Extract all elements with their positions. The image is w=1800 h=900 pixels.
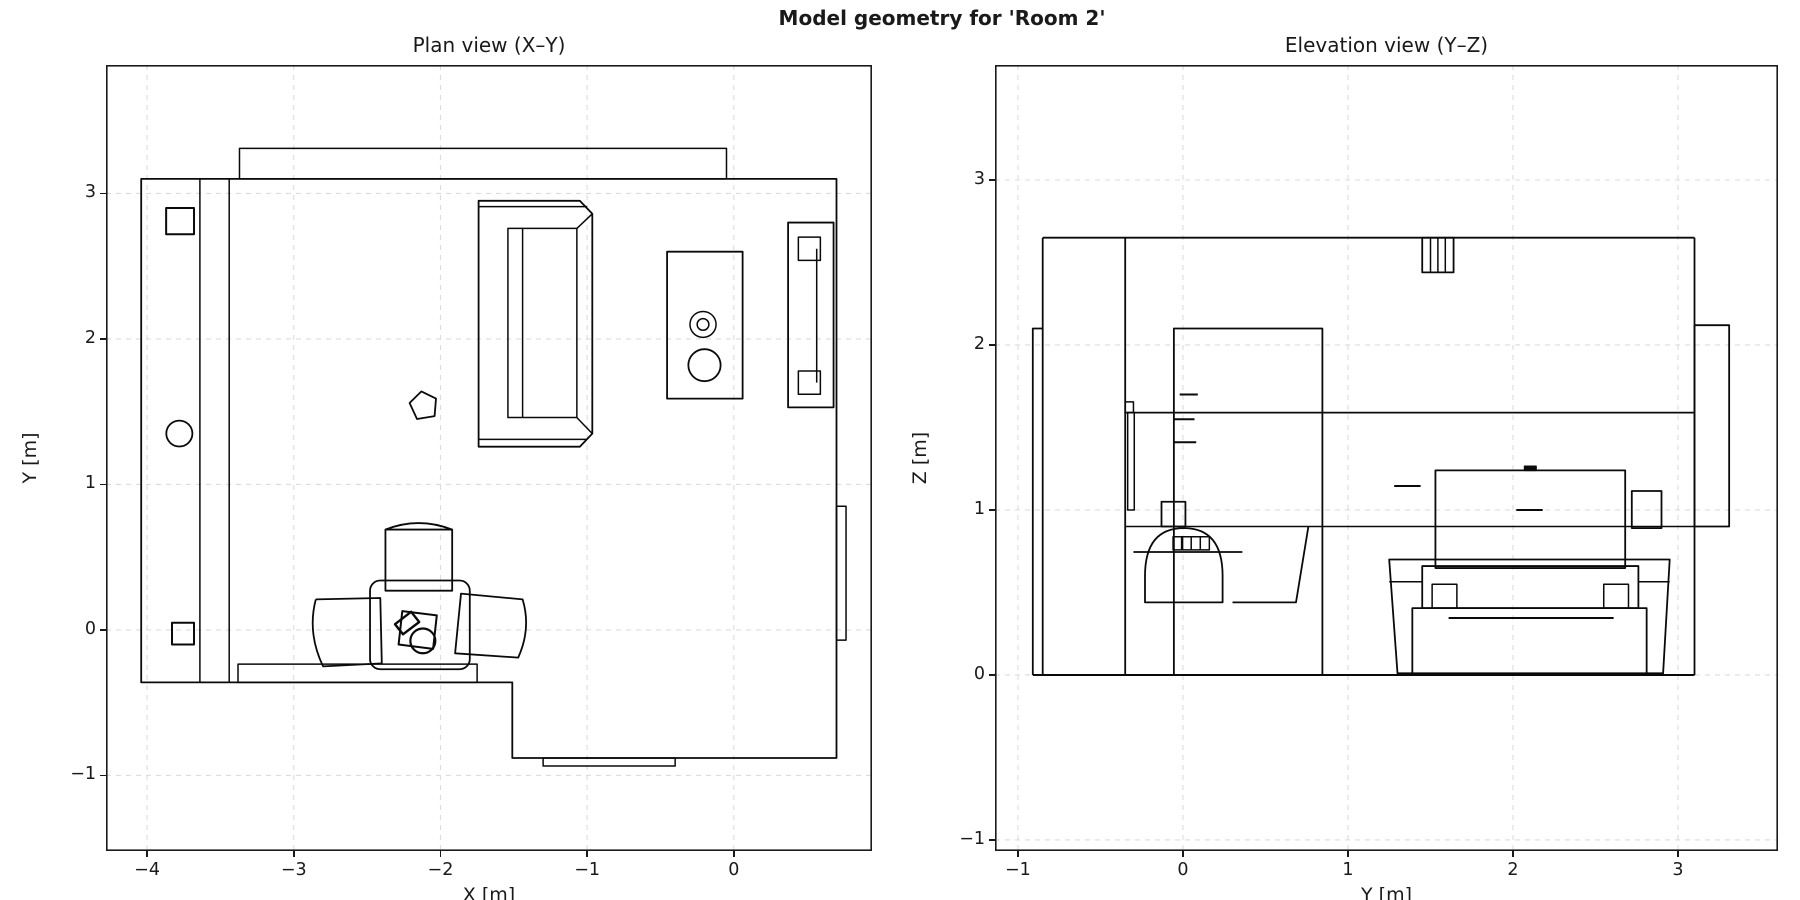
- sofa-bevel-top: [576, 213, 593, 229]
- x-tick-label: 0: [728, 860, 740, 880]
- door-elevation: [1172, 327, 1324, 676]
- axes-spines: [106, 65, 872, 851]
- chair-occupant-head: [409, 627, 437, 655]
- chair-backrest-cap: [385, 522, 453, 531]
- door-sill: [542, 757, 676, 767]
- sofa-outline: [477, 199, 594, 448]
- y-tick-mark: [100, 629, 106, 631]
- y-tick-label: −1: [959, 828, 985, 849]
- wall-box-top: [165, 207, 196, 236]
- x-tick-label: 2: [1507, 860, 1519, 880]
- speaker-woofer: [687, 348, 722, 383]
- y-tick-label: −1: [70, 764, 96, 785]
- sofa-leg-right: [1602, 583, 1630, 609]
- speaker-tweeter-inner: [696, 317, 710, 331]
- sofa-bevel-bottom: [576, 417, 593, 435]
- sofa-outer-frame: [1388, 558, 1671, 675]
- speaker-cabinet: [666, 250, 744, 400]
- plan-x-axis-label: X [m]: [462, 884, 516, 900]
- plan-y-axis-label: Y [m]: [19, 432, 41, 484]
- x-tick-mark: [1347, 851, 1349, 857]
- desk-profile: [1232, 526, 1310, 604]
- side-box: [1630, 490, 1663, 530]
- y-tick-label: 0: [973, 663, 985, 684]
- elevation-view-title: Elevation view (Y–Z): [1284, 33, 1489, 57]
- x-tick-label: −2: [427, 860, 454, 880]
- x-tick-label: −4: [134, 860, 160, 880]
- lamp-pentagon: [408, 390, 437, 420]
- door-hinge-bottom: [797, 370, 822, 396]
- y-tick-label: 1: [84, 473, 96, 494]
- plan-view-title: Plan view (X–Y): [412, 33, 566, 57]
- door-hinge-top: [797, 236, 822, 262]
- chair-occupant-lens: [393, 610, 421, 636]
- wall-panel-strip: [1126, 411, 1136, 511]
- right-wall-panel: [835, 505, 847, 641]
- floor-strip: [237, 663, 478, 684]
- y-tick-mark: [989, 674, 995, 676]
- tv-top-mark: [1523, 465, 1537, 472]
- rail-upper-notch: [1124, 401, 1135, 414]
- y-tick-label: 0: [84, 618, 96, 639]
- x-tick-label: 3: [1672, 860, 1684, 880]
- x-tick-mark: [1182, 851, 1184, 857]
- y-tick-label: 2: [973, 333, 985, 354]
- left-wall-outer: [1031, 327, 1043, 675]
- sofa-leg-left: [1431, 583, 1458, 609]
- room-outline: [140, 178, 838, 759]
- sofa-seat: [507, 227, 578, 419]
- x-tick-mark: [146, 851, 148, 857]
- wall-circle: [165, 419, 194, 448]
- elevation-view-plot: [995, 65, 1778, 851]
- elevation-view-canvas: [995, 65, 1778, 851]
- y-tick-mark: [100, 338, 106, 340]
- plan-view-plot: [106, 65, 872, 851]
- plan-view-canvas: [106, 65, 872, 851]
- chair-backrest: [384, 528, 454, 592]
- y-tick-mark: [989, 839, 995, 841]
- x-tick-label: −3: [280, 860, 307, 880]
- axes-spines: [995, 65, 1778, 851]
- figure-suptitle: Model geometry for 'Room 2': [778, 6, 1106, 30]
- x-tick-label: −1: [574, 860, 601, 880]
- right-duct: [1693, 324, 1731, 528]
- y-tick-label: 3: [84, 182, 96, 203]
- y-tick-mark: [100, 483, 106, 486]
- x-tick-mark: [439, 851, 442, 857]
- x-tick-label: −1: [1005, 860, 1031, 880]
- chair-dome: [1144, 527, 1224, 604]
- x-tick-label: 0: [1177, 860, 1189, 880]
- sofa-base-box: [1411, 607, 1648, 676]
- y-tick-mark: [989, 509, 995, 511]
- lamp-box: [1160, 500, 1187, 528]
- tv-screen: [1434, 469, 1627, 569]
- y-tick-mark: [100, 192, 106, 195]
- door-frame: [787, 221, 835, 409]
- y-tick-mark: [989, 344, 995, 346]
- chair-armrest-left: [311, 597, 383, 668]
- x-tick-mark: [293, 851, 295, 857]
- y-tick-mark: [989, 179, 995, 181]
- x-tick-mark: [1017, 851, 1019, 857]
- x-tick-mark: [733, 851, 735, 857]
- x-tick-mark: [1512, 851, 1514, 857]
- x-tick-mark: [1677, 851, 1679, 857]
- y-tick-label: 1: [973, 498, 985, 519]
- y-tick-label: 2: [84, 327, 96, 348]
- y-tick-label: 3: [973, 168, 985, 189]
- x-tick-mark: [586, 851, 588, 857]
- wall-box-bottom: [171, 621, 196, 646]
- x-tick-label: 1: [1342, 860, 1354, 880]
- sofa-backrest: [1421, 565, 1640, 610]
- top-shelf: [238, 147, 728, 180]
- chair-armrest-right: [454, 592, 528, 659]
- chair-seat: [369, 579, 471, 671]
- elevation-y-axis-label: Z [m]: [909, 431, 931, 485]
- speaker-tweeter-outer: [689, 310, 717, 339]
- y-tick-mark: [100, 774, 106, 777]
- elevation-x-axis-label: Y [m]: [1361, 884, 1412, 900]
